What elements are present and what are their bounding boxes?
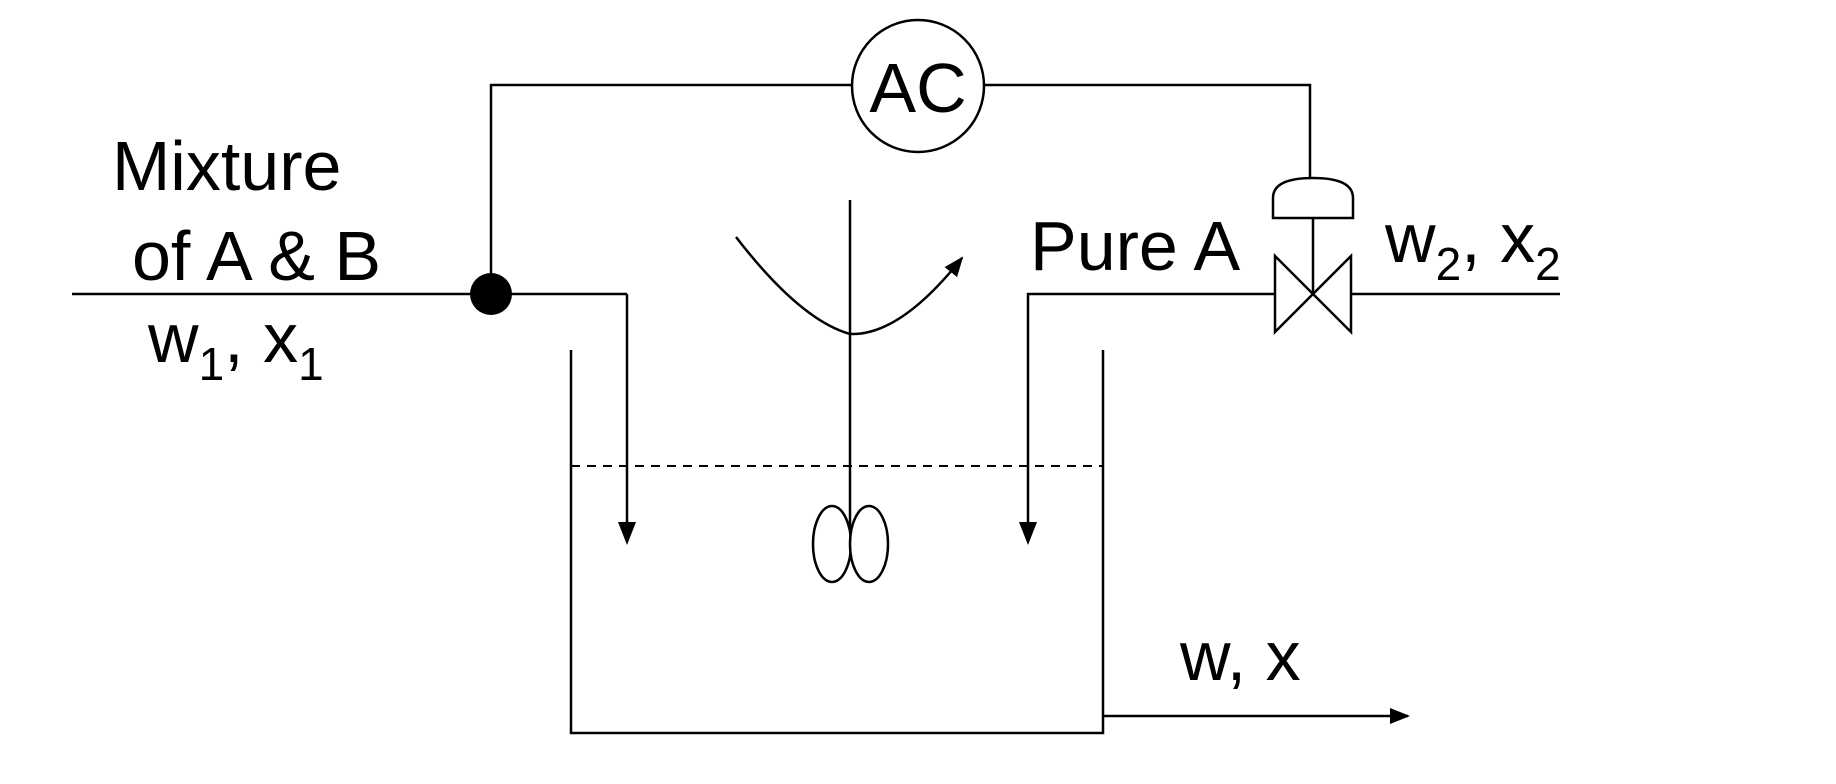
feed1-label-line1: Mixture [112, 127, 341, 205]
measurement-signal-line [489, 83, 853, 294]
feed2-pipe-left [1026, 292, 1275, 540]
feed1-arrowhead [618, 522, 636, 545]
feed1-flow-label: w1, x1 [147, 299, 324, 390]
control-valve [1273, 252, 1353, 336]
feed2-label: Pure A [1030, 207, 1240, 285]
agitator-blade-right [848, 504, 890, 584]
outlet-label: w, x [1179, 617, 1301, 695]
feed2-flow-label: w2, x2 [1384, 199, 1561, 290]
agitator-blade-left [811, 504, 853, 584]
feed1-label-line2: of A & B [132, 217, 381, 295]
mixing-tank [569, 350, 1105, 735]
feed2-arrowhead [1019, 522, 1037, 545]
valve-actuator [1271, 176, 1355, 220]
controller-label: AC [869, 49, 966, 127]
control-signal-line [984, 83, 1312, 182]
rotation-arrow [735, 236, 964, 336]
